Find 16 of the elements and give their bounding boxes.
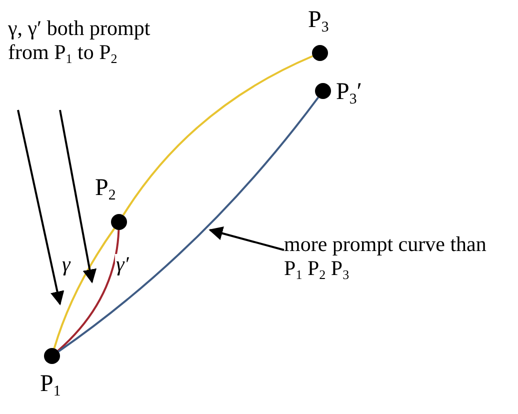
curve [122,55,314,216]
point-dot [315,83,331,99]
curve [58,96,320,352]
leader-arrow [208,226,284,251]
point-dot [44,348,60,364]
leader-arrow [17,110,64,306]
point-label: P$_{3}$ [308,8,329,32]
leader-arrow [59,110,97,284]
point-label: P$_{3}$′ [336,80,362,104]
point-dot [312,45,328,61]
point-label: P$_{2}$ [95,176,116,200]
annotation-text: γ, γ′ both prompt from P$_{1}$ to P$_{2}$ [8,16,150,64]
annotation-text: more prompt curve than P$_{1}$ P$_{2}$ P$_{3}$ [284,232,486,280]
point-dot [111,214,127,230]
point-label: P$_{1}$ [40,372,61,396]
edge-label: γ′ [115,254,130,275]
